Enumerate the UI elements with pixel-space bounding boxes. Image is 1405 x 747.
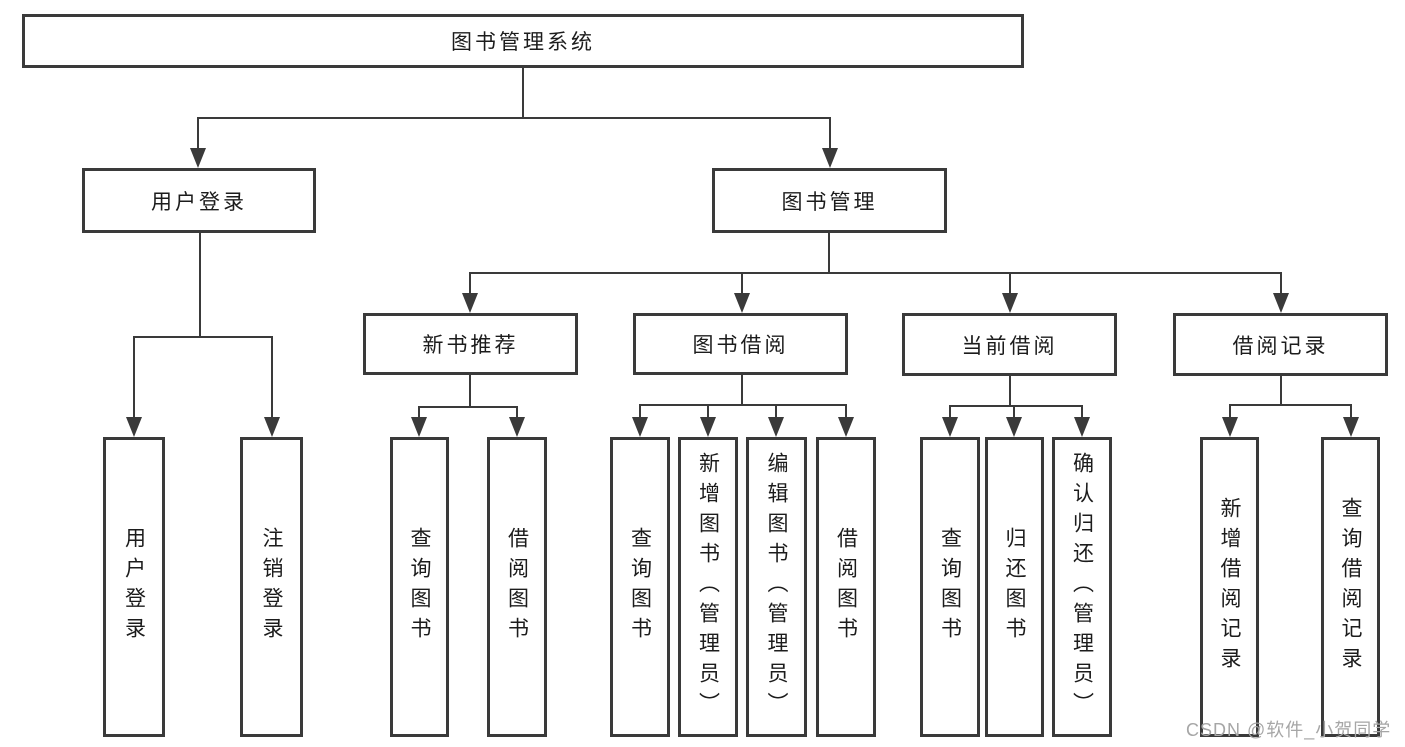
connector-arrow-stem — [949, 405, 951, 420]
connector-new-book-hline — [418, 406, 518, 408]
connector-arrow-stem — [1229, 404, 1231, 420]
connector-arrow-stem — [1009, 272, 1011, 296]
connector-arrow-stem — [845, 404, 847, 420]
arrow-down-icon — [768, 417, 784, 437]
node-book-management: 图书管理 — [712, 168, 947, 233]
leaf-borrow-borrow-books: 借阅图书 — [816, 437, 876, 737]
connector-arrow-stem — [197, 117, 199, 151]
connector-book-mgmt-stem — [828, 233, 830, 274]
connector-arrow-stem — [469, 272, 471, 296]
arrow-down-icon — [190, 148, 206, 168]
leaf-user-login: 用户登录 — [103, 437, 165, 737]
arrow-down-icon — [264, 417, 280, 437]
connector-arrow-stem — [418, 406, 420, 420]
connector-records-stem — [1280, 376, 1282, 406]
connector-root-stem — [522, 68, 524, 118]
connector-records-hline — [1229, 404, 1352, 406]
node-root-label: 图书管理系统 — [451, 31, 595, 54]
node-root: 图书管理系统 — [22, 14, 1024, 68]
node-borrowing-records-label: 借阅记录 — [1232, 334, 1329, 358]
arrow-down-icon — [632, 417, 648, 437]
node-borrowing-records: 借阅记录 — [1173, 313, 1388, 376]
leaf-current-query-books-label: 查询图书 — [938, 527, 962, 647]
arrow-down-icon — [126, 417, 142, 437]
leaf-records-add-record: 新增借阅记录 — [1200, 437, 1259, 737]
leaf-newbook-query-books-label: 查询图书 — [408, 527, 431, 647]
arrow-down-icon — [942, 417, 958, 437]
connector-user-login-stem — [199, 233, 201, 338]
leaf-current-return-books: 归还图书 — [985, 437, 1044, 737]
arrow-down-icon — [1006, 417, 1022, 437]
node-current-borrowing-label: 当前借阅 — [961, 334, 1058, 358]
node-user-login: 用户登录 — [82, 168, 316, 233]
leaf-borrow-query-books-label: 查询图书 — [628, 527, 652, 647]
connector-current-borrow-hline — [949, 405, 1083, 407]
arrow-down-icon — [822, 148, 838, 168]
arrow-down-icon — [1343, 417, 1359, 437]
leaf-newbook-query-books: 查询图书 — [390, 437, 449, 737]
connector-arrow-stem — [133, 336, 135, 420]
arrow-down-icon — [462, 293, 478, 313]
connector-arrow-stem — [1081, 405, 1083, 420]
leaf-current-confirm-return-admin-label: 确认归还（管理员） — [1070, 452, 1094, 722]
connector-new-book-stem — [469, 375, 471, 408]
arrow-down-icon — [509, 417, 525, 437]
connector-arrow-stem — [707, 404, 709, 420]
arrow-down-icon — [1222, 417, 1238, 437]
node-book-borrowing: 图书借阅 — [633, 313, 848, 375]
arrow-down-icon — [1273, 293, 1289, 313]
leaf-borrow-edit-books-admin: 编辑图书（管理员） — [746, 437, 807, 737]
leaf-user-login-label: 用户登录 — [122, 527, 146, 647]
leaf-borrow-query-books: 查询图书 — [610, 437, 670, 737]
leaf-current-return-books-label: 归还图书 — [1003, 527, 1026, 647]
leaf-current-confirm-return-admin: 确认归还（管理员） — [1052, 437, 1112, 737]
node-new-book-recommend-label: 新书推荐 — [422, 334, 519, 357]
arrow-down-icon — [1074, 417, 1090, 437]
arrow-down-icon — [838, 417, 854, 437]
connector-arrow-stem — [516, 406, 518, 420]
arrow-down-icon — [700, 417, 716, 437]
connector-book-mgmt-hline — [469, 272, 1282, 274]
csdn-watermark: CSDN @软件_小贺同学 — [1186, 720, 1392, 740]
leaf-logout-label: 注销登录 — [260, 527, 283, 647]
leaf-records-query-record-label: 查询借阅记录 — [1339, 497, 1362, 677]
connector-arrow-stem — [741, 272, 743, 296]
leaf-borrow-edit-books-admin-label: 编辑图书（管理员） — [765, 452, 788, 722]
connector-arrow-stem — [1350, 404, 1352, 420]
leaf-records-add-record-label: 新增借阅记录 — [1218, 497, 1241, 677]
connector-arrow-stem — [1013, 405, 1015, 420]
leaf-borrow-add-books-admin-label: 新增图书（管理员） — [696, 452, 720, 722]
connector-book-borrow-hline — [639, 404, 847, 406]
leaf-newbook-borrow-books-label: 借阅图书 — [505, 527, 529, 647]
node-new-book-recommend: 新书推荐 — [363, 313, 578, 375]
connector-arrow-stem — [775, 404, 777, 420]
leaf-current-query-books: 查询图书 — [920, 437, 980, 737]
connector-arrow-stem — [639, 404, 641, 420]
node-user-login-label: 用户登录 — [151, 190, 247, 214]
node-book-management-label: 图书管理 — [781, 190, 878, 214]
connector-current-borrow-stem — [1009, 376, 1011, 407]
connector-arrow-stem — [271, 336, 273, 420]
arrow-down-icon — [734, 293, 750, 313]
leaf-borrow-borrow-books-label: 借阅图书 — [834, 527, 858, 647]
connector-book-borrow-stem — [741, 375, 743, 406]
leaf-borrow-add-books-admin: 新增图书（管理员） — [678, 437, 738, 737]
connector-root-hline — [197, 117, 831, 119]
leaf-newbook-borrow-books: 借阅图书 — [487, 437, 547, 737]
arrow-down-icon — [1002, 293, 1018, 313]
connector-arrow-stem — [829, 117, 831, 151]
connector-user-login-hline — [133, 336, 273, 338]
leaf-records-query-record: 查询借阅记录 — [1321, 437, 1380, 737]
arrow-down-icon — [411, 417, 427, 437]
node-current-borrowing: 当前借阅 — [902, 313, 1117, 376]
leaf-logout: 注销登录 — [240, 437, 303, 737]
node-book-borrowing-label: 图书借阅 — [692, 334, 789, 357]
connector-arrow-stem — [1280, 272, 1282, 296]
